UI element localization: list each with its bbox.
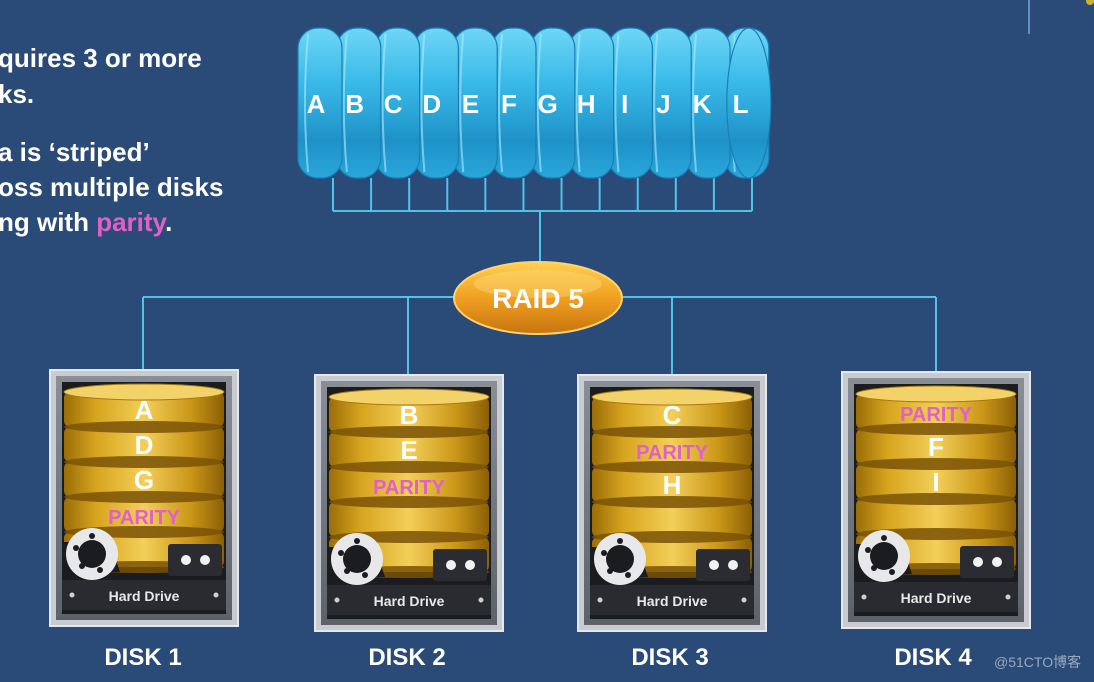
array-end-cap bbox=[726, 27, 772, 179]
corner-marker bbox=[1086, 0, 1094, 5]
disk-block-label: G bbox=[134, 465, 154, 495]
disk-title-4: DISK 4 bbox=[894, 644, 972, 671]
description-period: . bbox=[165, 207, 173, 237]
disk-block-label: E bbox=[400, 435, 417, 465]
disk-drive: ADG PARITY Hard Drive bbox=[49, 369, 239, 627]
array-letter: C bbox=[384, 89, 403, 119]
array-letter: D bbox=[422, 89, 441, 119]
array-letter: B bbox=[345, 89, 364, 119]
array-slab bbox=[568, 27, 615, 179]
hard-drive-label: Hard Drive bbox=[374, 593, 445, 609]
parity-highlight: parity bbox=[96, 207, 166, 237]
disk-drive: C PARITY H Hard Drive bbox=[577, 374, 767, 632]
disk-drive: PARITY FI Hard Drive bbox=[841, 371, 1031, 629]
array-ticks bbox=[332, 178, 753, 211]
array-slab bbox=[607, 27, 654, 179]
disk-block-label: H bbox=[663, 470, 682, 500]
disk-block-label: I bbox=[932, 467, 939, 497]
disk-drive: BE PARITY Hard Drive bbox=[314, 374, 504, 632]
description-text: ng with bbox=[0, 207, 97, 237]
disk-block-label: PARITY bbox=[373, 477, 446, 499]
disk-block-label: C bbox=[663, 400, 682, 430]
array-letter: F bbox=[501, 89, 517, 119]
disk-drives: ADG PARITY Hard Drive BE PARITY Hard Drive C PA… bbox=[49, 369, 1031, 632]
hard-drive-label: Hard Drive bbox=[637, 593, 708, 609]
array-letter: L bbox=[733, 89, 749, 119]
array-slab bbox=[491, 27, 537, 179]
disk-block-label: B bbox=[400, 400, 419, 430]
raid5-badge: RAID 5 bbox=[453, 261, 623, 335]
description-line-5: ng with parity. bbox=[0, 205, 172, 239]
array-letter: J bbox=[656, 89, 670, 119]
array-letter: H bbox=[577, 89, 596, 119]
description-line-2: ks. bbox=[0, 79, 35, 109]
watermark: @51CTO博客 bbox=[994, 654, 1082, 670]
array-slab bbox=[336, 27, 382, 179]
raid5-label: RAID 5 bbox=[492, 283, 584, 314]
disk-block-label: PARITY bbox=[108, 507, 181, 529]
array-slab bbox=[413, 27, 459, 179]
disk-block-label: F bbox=[928, 432, 944, 462]
array-letter: A bbox=[307, 89, 326, 119]
disk-block-label: PARITY bbox=[900, 404, 973, 426]
array-letter: G bbox=[537, 89, 557, 119]
description-line-3: a is ‘striped’ bbox=[0, 137, 150, 167]
hard-drive-label: Hard Drive bbox=[901, 590, 972, 606]
description-line-4: oss multiple disks bbox=[0, 172, 224, 202]
disk-block-label: PARITY bbox=[636, 442, 709, 464]
disk-title-3: DISK 3 bbox=[631, 644, 709, 671]
array-connector bbox=[333, 210, 752, 266]
hard-drive-label: Hard Drive bbox=[109, 588, 180, 604]
array-slab bbox=[530, 27, 576, 179]
disk-block-label: D bbox=[135, 430, 154, 460]
disk-title-1: DISK 1 bbox=[104, 644, 182, 671]
array-slab bbox=[297, 27, 343, 179]
disk-block-label: A bbox=[135, 395, 154, 425]
array-slab bbox=[685, 27, 731, 179]
description-line-1: quires 3 or more bbox=[0, 43, 202, 73]
array-letter: I bbox=[621, 89, 628, 119]
array-letter: K bbox=[693, 89, 712, 119]
divider-line bbox=[1028, 0, 1030, 34]
disk-title-2: DISK 2 bbox=[368, 644, 446, 671]
array-letter: E bbox=[462, 89, 479, 119]
